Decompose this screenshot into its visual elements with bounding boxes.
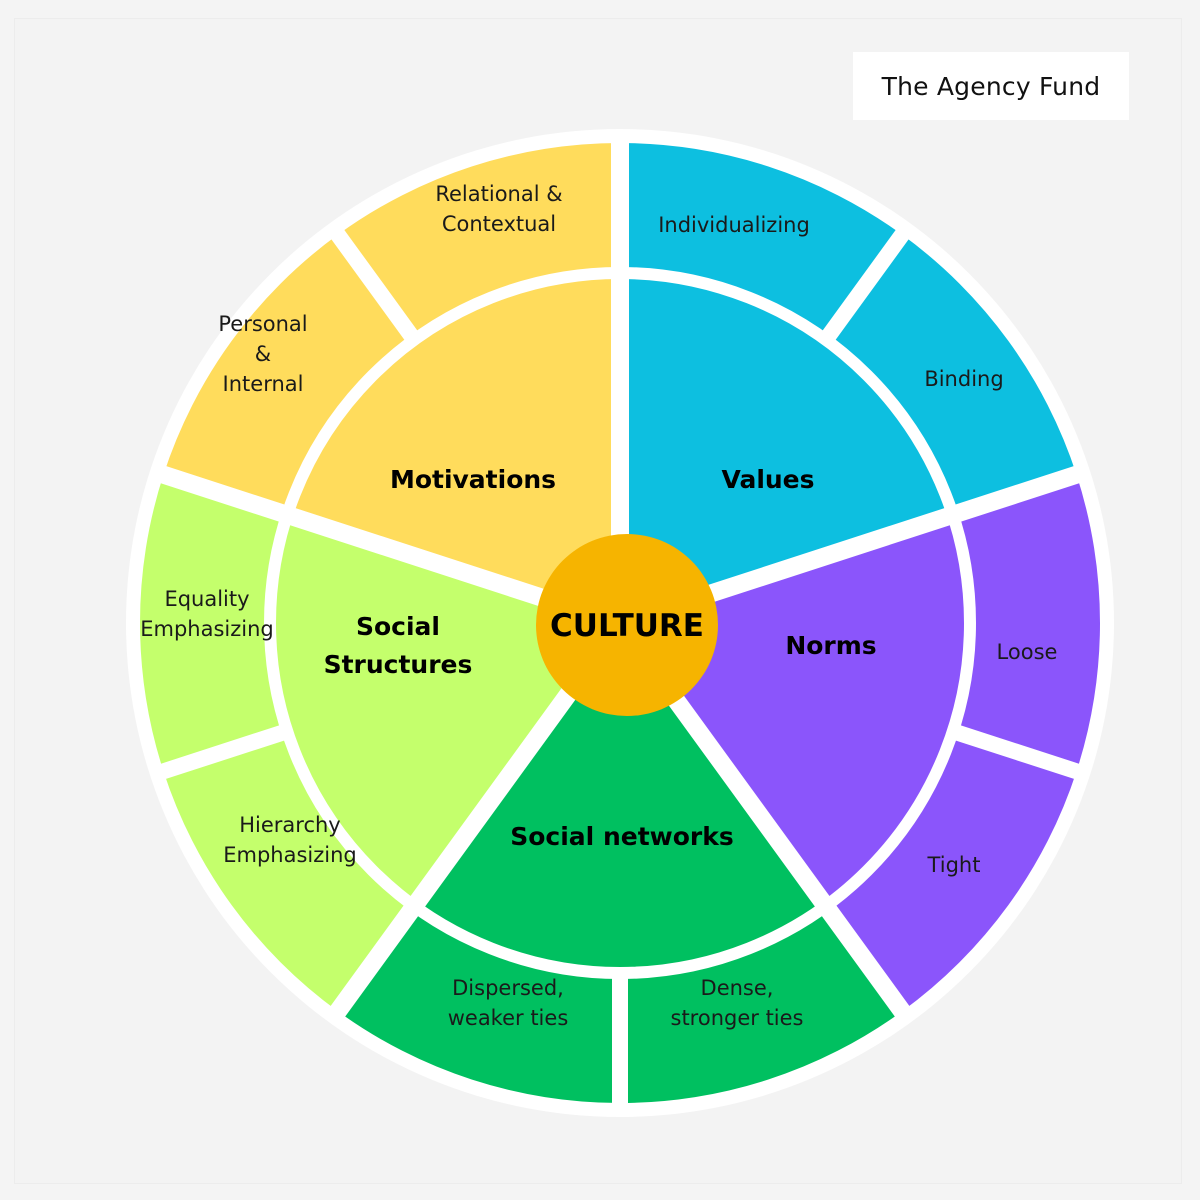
subsegment-hierarchy-emphasizing <box>163 234 412 514</box>
subcategory-label-dense-stronger-ties: Dense,stronger ties <box>671 976 804 1030</box>
subsegment-dense-stronger-ties <box>163 732 412 1012</box>
category-label-norms: Norms <box>785 631 876 660</box>
subsegment-binding <box>828 732 1077 1012</box>
center-label: CULTURE <box>550 608 704 644</box>
subsegment-tight <box>337 910 620 1103</box>
center-circle <box>536 534 718 716</box>
segment-norms <box>417 623 823 968</box>
segment-social-networks <box>275 516 620 903</box>
category-label-motivations: Motivations <box>390 465 556 494</box>
subcategory-label-dispersed-weaker-ties: Dispersed,weaker ties <box>448 976 569 1030</box>
divider-line <box>157 724 287 781</box>
subcategory-label-loose: Loose <box>997 640 1058 664</box>
subsegment-equality-emphasizing <box>337 143 620 336</box>
subsegment-personal-internal <box>620 143 903 336</box>
divider-line <box>329 226 419 343</box>
brand-label: The Agency Fund <box>853 52 1129 120</box>
category-label-social-networks: Social networks <box>510 822 734 851</box>
divider-line <box>953 724 1083 781</box>
subsegment-relational-contextual <box>828 234 1077 514</box>
subcategory-label-binding: Binding <box>924 367 1003 391</box>
category-label-values: Values <box>721 465 814 494</box>
subcategory-label-relational-contextual: Relational &Contextual <box>435 182 562 236</box>
subsegment-individualizing <box>957 474 1100 772</box>
subcategory-label-individualizing: Individualizing <box>658 213 810 237</box>
outer-ring <box>139 143 1100 1103</box>
subsegment-loose <box>620 910 903 1103</box>
divider-line <box>821 226 911 343</box>
segment-labels: Motivations Personal&Internal Relational &… <box>140 182 1057 1030</box>
subsegment-dispersed-weaker-ties <box>139 474 283 772</box>
subcategory-label-tight: Tight <box>927 853 981 877</box>
ring-divider <box>264 267 976 979</box>
subcategory-label-personal-internal: Personal&Internal <box>218 312 307 396</box>
